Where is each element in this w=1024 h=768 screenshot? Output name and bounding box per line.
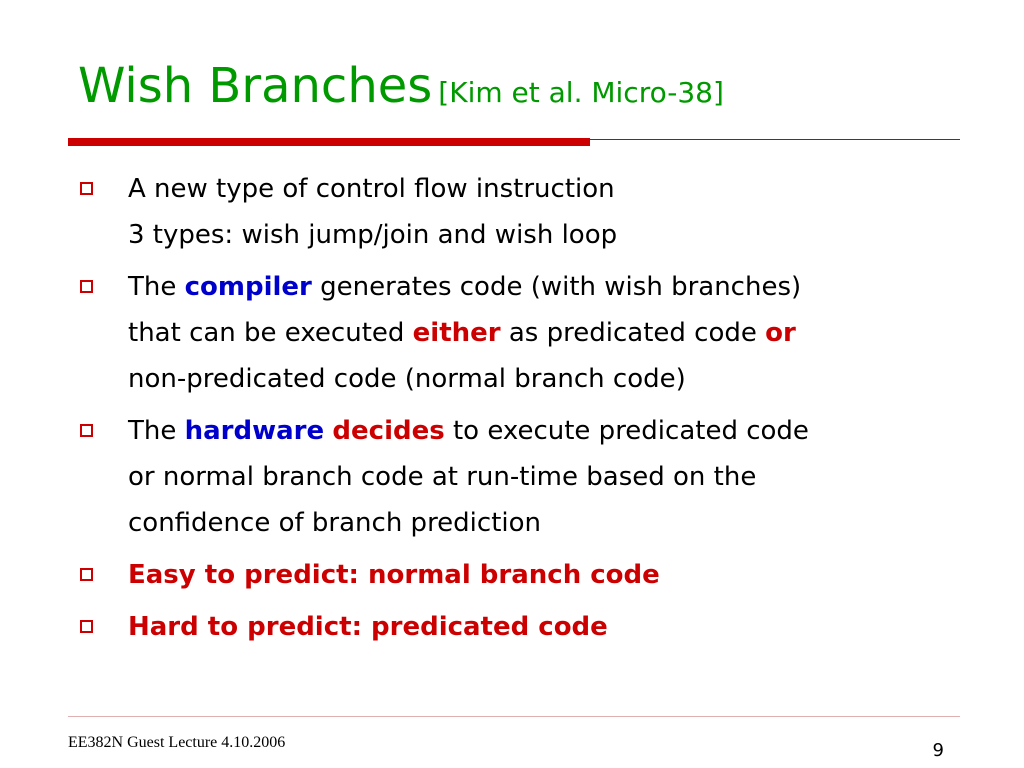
square-bullet-icon	[80, 568, 93, 581]
footer-caption: EE382N Guest Lecture 4.10.2006	[68, 734, 286, 751]
title-citation: [Kim et al. Micro-38]	[438, 76, 724, 109]
square-bullet-icon	[80, 620, 93, 633]
square-bullet-icon	[80, 424, 93, 437]
bullet-2-line-2: that can be executed either as predicate…	[128, 310, 972, 356]
square-bullet-icon	[80, 182, 93, 195]
text-run: generates code (with wish branches)	[311, 272, 802, 302]
page-number: 9	[932, 740, 944, 761]
bullet-item-2: The compiler generates code (with wish b…	[72, 264, 972, 402]
bullet-list: A new type of control flow instruction 3…	[72, 166, 972, 656]
bullet-1-line-1: A new type of control flow instruction	[128, 174, 615, 204]
bullet-5-line-1: Hard to predict: predicated code	[128, 612, 608, 642]
bullet-3-line-3: confidence of branch prediction	[128, 508, 542, 538]
bullet-item-3: The hardware decides to execute predicat…	[72, 408, 972, 546]
slide-title: Wish Branches[Kim et al. Micro-38]	[78, 58, 724, 114]
emphasis-or: or	[765, 318, 796, 348]
emphasis-decides: decides	[332, 416, 445, 446]
text-run: that can be executed	[128, 318, 413, 348]
bullet-3-line-1: The hardware decides to execute predicat…	[128, 408, 972, 454]
emphasis-either: either	[412, 318, 501, 348]
title-underline-thin	[590, 139, 960, 140]
title-underline-thick	[68, 138, 590, 146]
footer-divider	[68, 716, 960, 717]
text-run: The	[128, 416, 185, 446]
text-run: to execute predicated code	[444, 416, 809, 446]
bullet-3-line-2: or normal branch code at run-time based …	[128, 462, 757, 492]
bullet-item-4: Easy to predict: normal branch code	[72, 552, 972, 598]
emphasis-compiler: compiler	[184, 272, 312, 302]
title-main: Wish Branches	[78, 58, 433, 114]
text-run: The	[128, 272, 185, 302]
bullet-2-line-1: The compiler generates code (with wish b…	[128, 264, 972, 310]
bullet-item-1: A new type of control flow instruction 3…	[72, 166, 972, 258]
text-run: as predicated code	[500, 318, 766, 348]
bullet-4-line-1: Easy to predict: normal branch code	[128, 560, 660, 590]
emphasis-hardware: hardware	[184, 416, 325, 446]
square-bullet-icon	[80, 280, 93, 293]
bullet-2-line-3: non-predicated code (normal branch code)	[128, 364, 686, 394]
bullet-1-line-2: 3 types: wish jump/join and wish loop	[128, 220, 618, 250]
bullet-item-5: Hard to predict: predicated code	[72, 604, 972, 650]
